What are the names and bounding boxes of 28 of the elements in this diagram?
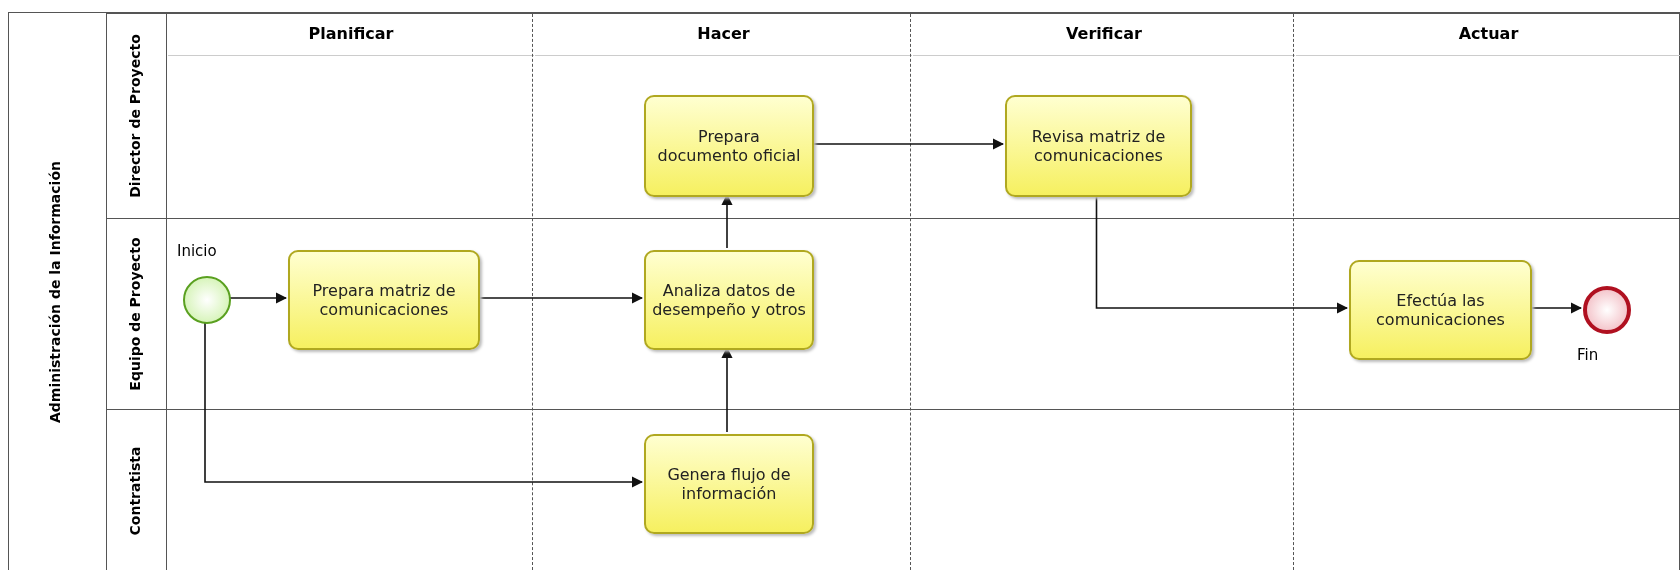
- arrow: [1529, 302, 1583, 314]
- swimlane: [106, 409, 1680, 570]
- event-label: Fin: [1577, 346, 1599, 364]
- lane-label: Director de Proyecto: [127, 34, 143, 198]
- task-box: Revisa matriz de comunicaciones: [1005, 95, 1192, 197]
- arrow: [204, 321, 644, 488]
- phase-header: Verificar: [913, 16, 1295, 56]
- lane-label: Contratista: [127, 446, 143, 535]
- task-box: Efectúa las comunicaciones: [1349, 260, 1532, 360]
- arrow: [477, 292, 644, 304]
- start-event: [183, 276, 231, 324]
- event-label: Inicio: [177, 242, 217, 260]
- arrow: [1095, 194, 1349, 314]
- task-box: Prepara documento oficial: [644, 95, 814, 197]
- task-box: Genera flujo de información: [644, 434, 814, 534]
- phase-header: Planificar: [168, 16, 534, 56]
- pool: [8, 12, 1680, 570]
- task-box: Prepara matriz de comunicaciones: [288, 250, 480, 350]
- phase-header: Actuar: [1296, 16, 1680, 56]
- arrow: [811, 138, 1005, 150]
- phase-header: Hacer: [535, 16, 912, 56]
- lane-label: Equipo de Proyecto: [127, 237, 143, 391]
- end-event: [1583, 286, 1631, 334]
- swimlane: [106, 13, 1680, 218]
- swimlane: [106, 218, 1680, 409]
- task-box: Analiza datos de desempeño y otros: [644, 250, 814, 350]
- pool-label: Administración de la Información: [47, 161, 63, 423]
- arrow: [228, 292, 288, 304]
